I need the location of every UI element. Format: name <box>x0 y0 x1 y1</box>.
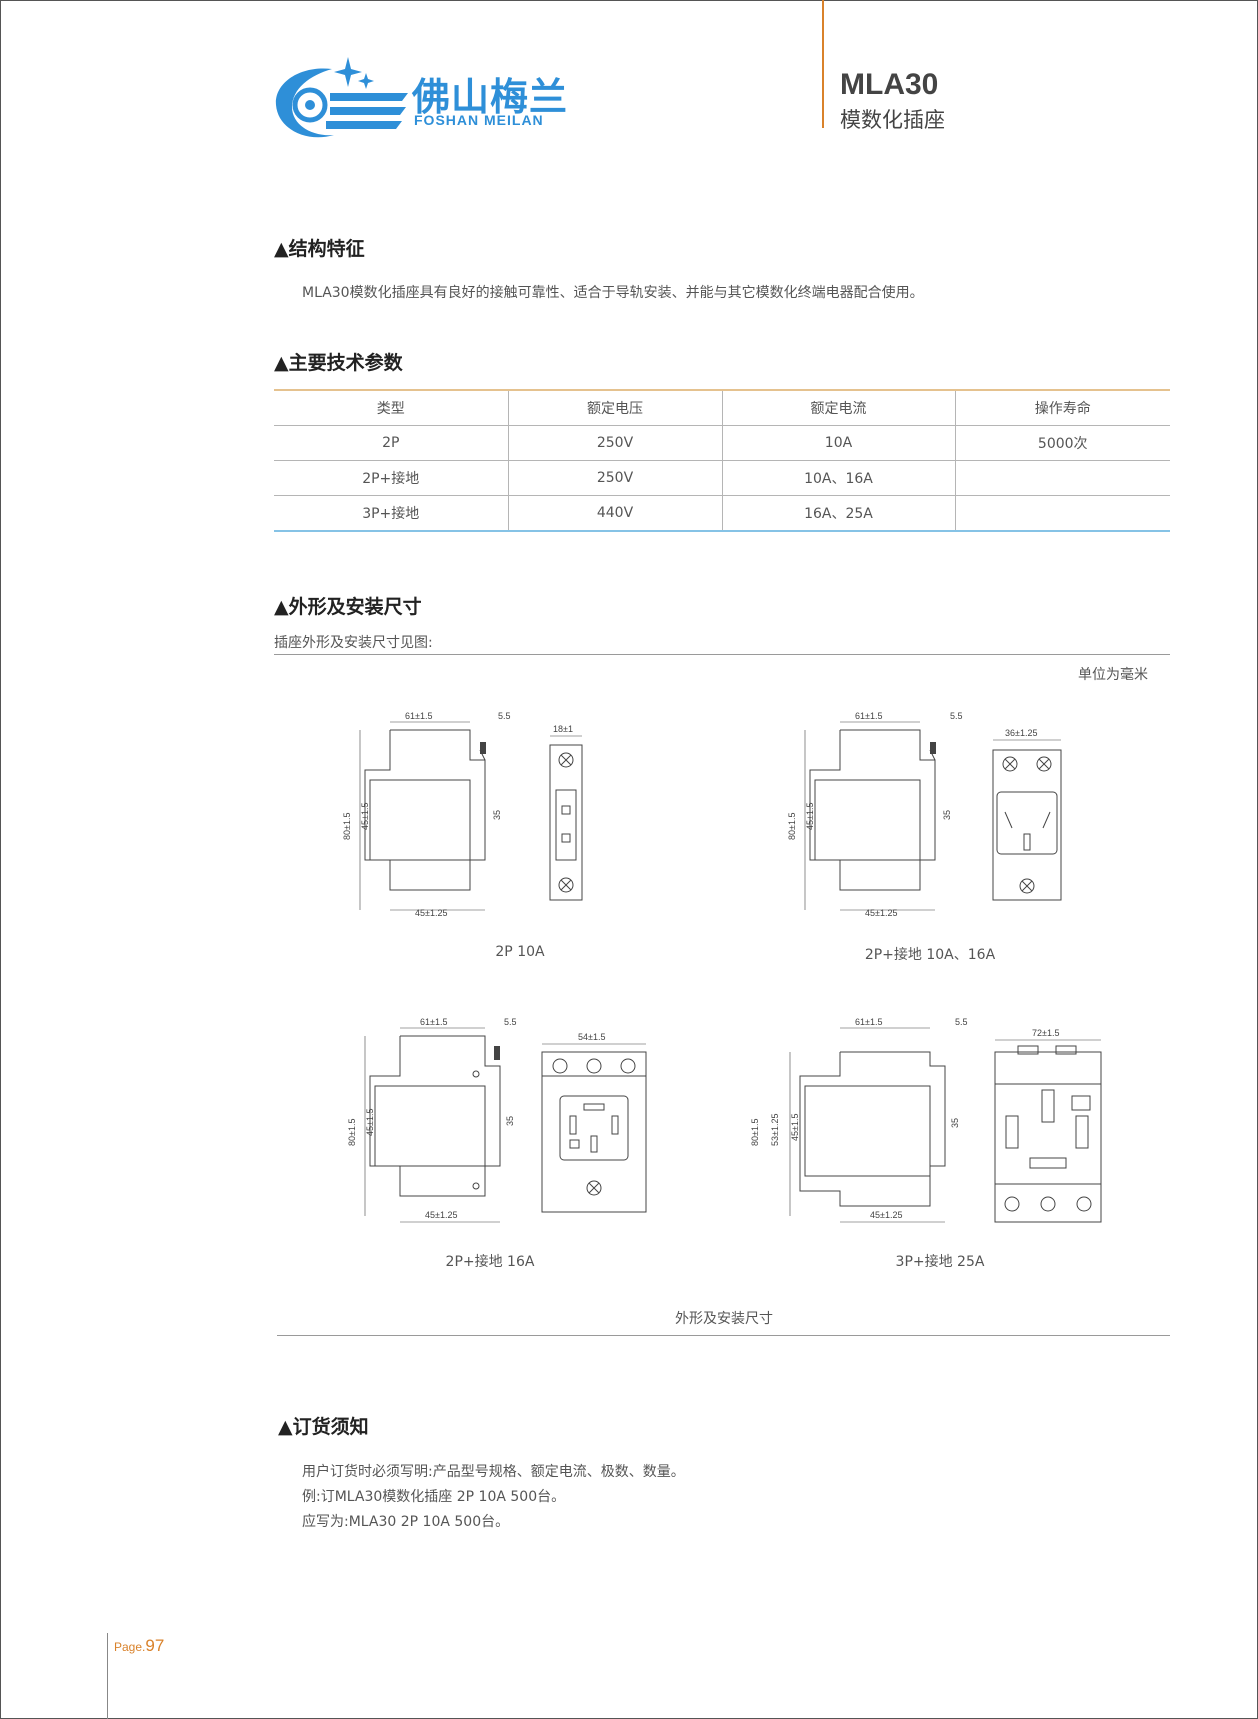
drawing-caption: 2P 10A <box>495 944 545 960</box>
dim-face-width: 18±1 <box>553 724 573 734</box>
dim-top: 61±1.5 <box>420 1017 447 1027</box>
divider <box>277 1335 1170 1336</box>
dim-top-small: 5.5 <box>498 711 511 721</box>
dim-bottom: 45±1.25 <box>865 908 897 918</box>
table-cell <box>955 495 1170 532</box>
dim-height-inner: 45±1.5 <box>360 803 370 830</box>
spec-table-header-row: 类型 额定电压 额定电流 操作寿命 <box>274 389 1170 426</box>
dim-height-inner: 45±1.5 <box>805 803 815 830</box>
drawing-3p-ground-25a: 61±1.5 5.5 72±1.5 45±1.25 80±1.5 53±1.25… <box>750 1016 1110 1232</box>
table-cell: 250V <box>508 460 723 496</box>
drawing-2p-10a: 61±1.5 5.5 18±1 45±1.25 80±1.5 45±1.5 35 <box>320 710 600 920</box>
section-title-dimensions: ▲外形及安装尺寸 <box>274 596 422 618</box>
spec-header-current: 额定电流 <box>722 389 956 426</box>
dim-face-width: 36±1.25 <box>1005 728 1037 738</box>
page-label: Page. <box>114 1640 146 1654</box>
dim-top-small: 5.5 <box>504 1017 517 1027</box>
drawing-caption: 2P+接地 16A <box>445 1254 535 1270</box>
table-row: 2P+接地 250V 10A、16A <box>274 460 1170 496</box>
logo-english-text: FOSHAN MEILAN <box>414 112 544 128</box>
divider <box>274 654 1170 655</box>
table-cell: 440V <box>508 495 723 532</box>
spec-header-voltage: 额定电压 <box>508 389 723 426</box>
section-title-specs: ▲主要技术参数 <box>274 352 403 374</box>
table-row: 3P+接地 440V 16A、25A <box>274 495 1170 532</box>
table-cell: 10A、16A <box>722 460 956 496</box>
product-subtitle: 模数化插座 <box>840 108 945 132</box>
dim-height-outer: 80±1.5 <box>347 1119 357 1146</box>
dim-face-width: 54±1.5 <box>578 1032 605 1042</box>
dim-height-inner: 45±1.5 <box>790 1114 800 1141</box>
drawing-2p-ground-10a-16a: 61±1.5 5.5 36±1.25 45±1.25 80±1.5 45±1.5… <box>760 710 1080 920</box>
drawing-caption: 3P+接地 25A <box>895 1254 985 1270</box>
spec-header-lifetime: 操作寿命 <box>955 389 1170 426</box>
dim-height-inner: 45±1.5 <box>365 1109 375 1136</box>
dim-top: 61±1.5 <box>405 711 432 721</box>
section-title-features: ▲结构特征 <box>274 238 365 260</box>
dim-face-width: 72±1.5 <box>1032 1028 1059 1038</box>
dimensions-footer-caption: 外形及安装尺寸 <box>675 1311 773 1327</box>
dim-top: 61±1.5 <box>855 711 882 721</box>
dim-top-small: 5.5 <box>955 1017 968 1027</box>
dim-top-small: 5.5 <box>950 711 963 721</box>
dim-height-outer: 80±1.5 <box>750 1119 760 1146</box>
dim-rail: 35 <box>950 1118 960 1128</box>
ordering-line: 用户订货时必须写明:产品型号规格、额定电流、极数、数量。 <box>302 1464 685 1480</box>
dim-bottom: 45±1.25 <box>415 908 447 918</box>
logo-emblem-icon <box>275 57 408 138</box>
table-cell: 250V <box>508 425 723 461</box>
table-cell <box>955 460 1170 496</box>
dimensions-intro: 插座外形及安装尺寸见图: <box>274 635 433 651</box>
dim-top: 61±1.5 <box>855 1017 882 1027</box>
table-cell: 2P <box>274 425 509 461</box>
table-row: 2P 250V 10A 5000次 <box>274 425 1170 461</box>
table-cell: 3P+接地 <box>274 495 509 532</box>
page-number: Page.97 <box>114 1636 164 1656</box>
section-title-ordering: ▲订货须知 <box>278 1416 369 1438</box>
dim-bottom: 45±1.25 <box>425 1210 457 1220</box>
ordering-line: 例:订MLA30模数化插座 2P 10A 500台。 <box>302 1489 566 1505</box>
table-cell: 2P+接地 <box>274 460 509 496</box>
logo-chinese-text: 佛山梅兰 <box>412 75 569 119</box>
footer-divider <box>107 1633 108 1719</box>
company-logo <box>270 55 580 147</box>
dim-rail: 35 <box>492 810 502 820</box>
drawing-2p-ground-16a: 61±1.5 5.5 54±1.5 45±1.25 80±1.5 45±1.5 … <box>320 1016 660 1232</box>
drawing-caption: 2P+接地 10A、16A <box>864 947 996 963</box>
spec-header-type: 类型 <box>274 389 509 426</box>
page-number-value: 97 <box>145 1636 165 1655</box>
table-cell: 10A <box>722 425 956 461</box>
product-model: MLA30 <box>840 68 939 101</box>
features-text: MLA30模数化插座具有良好的接触可靠性、适合于导轨安装、并能与其它模数化终端电… <box>302 285 924 301</box>
dim-rail: 35 <box>942 810 952 820</box>
dim-height-outer: 80±1.5 <box>787 813 797 840</box>
dim-height-mid: 53±1.25 <box>770 1114 780 1146</box>
unit-note: 单位为毫米 <box>1078 667 1148 683</box>
table-cell: 5000次 <box>955 425 1170 461</box>
header-divider <box>822 0 824 128</box>
dim-rail: 35 <box>505 1116 515 1126</box>
dim-bottom: 45±1.25 <box>870 1210 902 1220</box>
table-cell: 16A、25A <box>722 495 956 532</box>
ordering-line: 应写为:MLA30 2P 10A 500台。 <box>302 1514 510 1530</box>
spec-table: 类型 额定电压 额定电流 操作寿命 2P 250V 10A 5000次 2P+接… <box>274 389 1170 532</box>
dim-height-outer: 80±1.5 <box>342 813 352 840</box>
